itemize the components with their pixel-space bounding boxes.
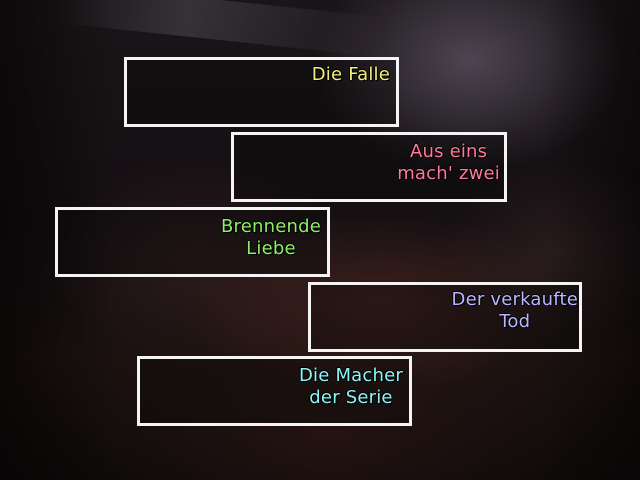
menu-item-die-macher-der-serie[interactable]: Die Macher der Serie — [137, 356, 412, 426]
menu-item-brennende-liebe[interactable]: Brennende Liebe — [55, 207, 330, 277]
menu-item-label-line: Tod — [499, 311, 531, 332]
menu-item-label: Brennende Liebe — [221, 216, 321, 260]
menu-item-label: Die Macher der Serie — [299, 365, 403, 409]
menu-item-label-line: Der verkaufte — [451, 289, 578, 310]
menu-item-label-line: Die Macher — [299, 365, 403, 386]
menu-item-label-line: Aus eins — [409, 141, 488, 162]
menu-item-label-line: der Serie — [309, 387, 393, 408]
menu-item-label: Aus eins mach' zwei — [397, 141, 500, 185]
menu-item-label-line: Liebe — [246, 238, 296, 259]
menu-item-label-line: mach' zwei — [397, 163, 500, 184]
menu-item-label-line: Brennende — [220, 216, 321, 237]
menu-item-label: Die Falle — [312, 64, 390, 86]
menu-item-die-falle[interactable]: Die Falle — [124, 57, 399, 127]
menu-item-aus-eins-mach-zwei[interactable]: Aus eins mach' zwei — [231, 132, 507, 202]
menu-item-label: Der verkaufte Tod — [452, 289, 578, 333]
menu-item-der-verkaufte-tod[interactable]: Der verkaufte Tod — [308, 282, 582, 352]
menu-item-label-line: Die Falle — [311, 64, 390, 85]
